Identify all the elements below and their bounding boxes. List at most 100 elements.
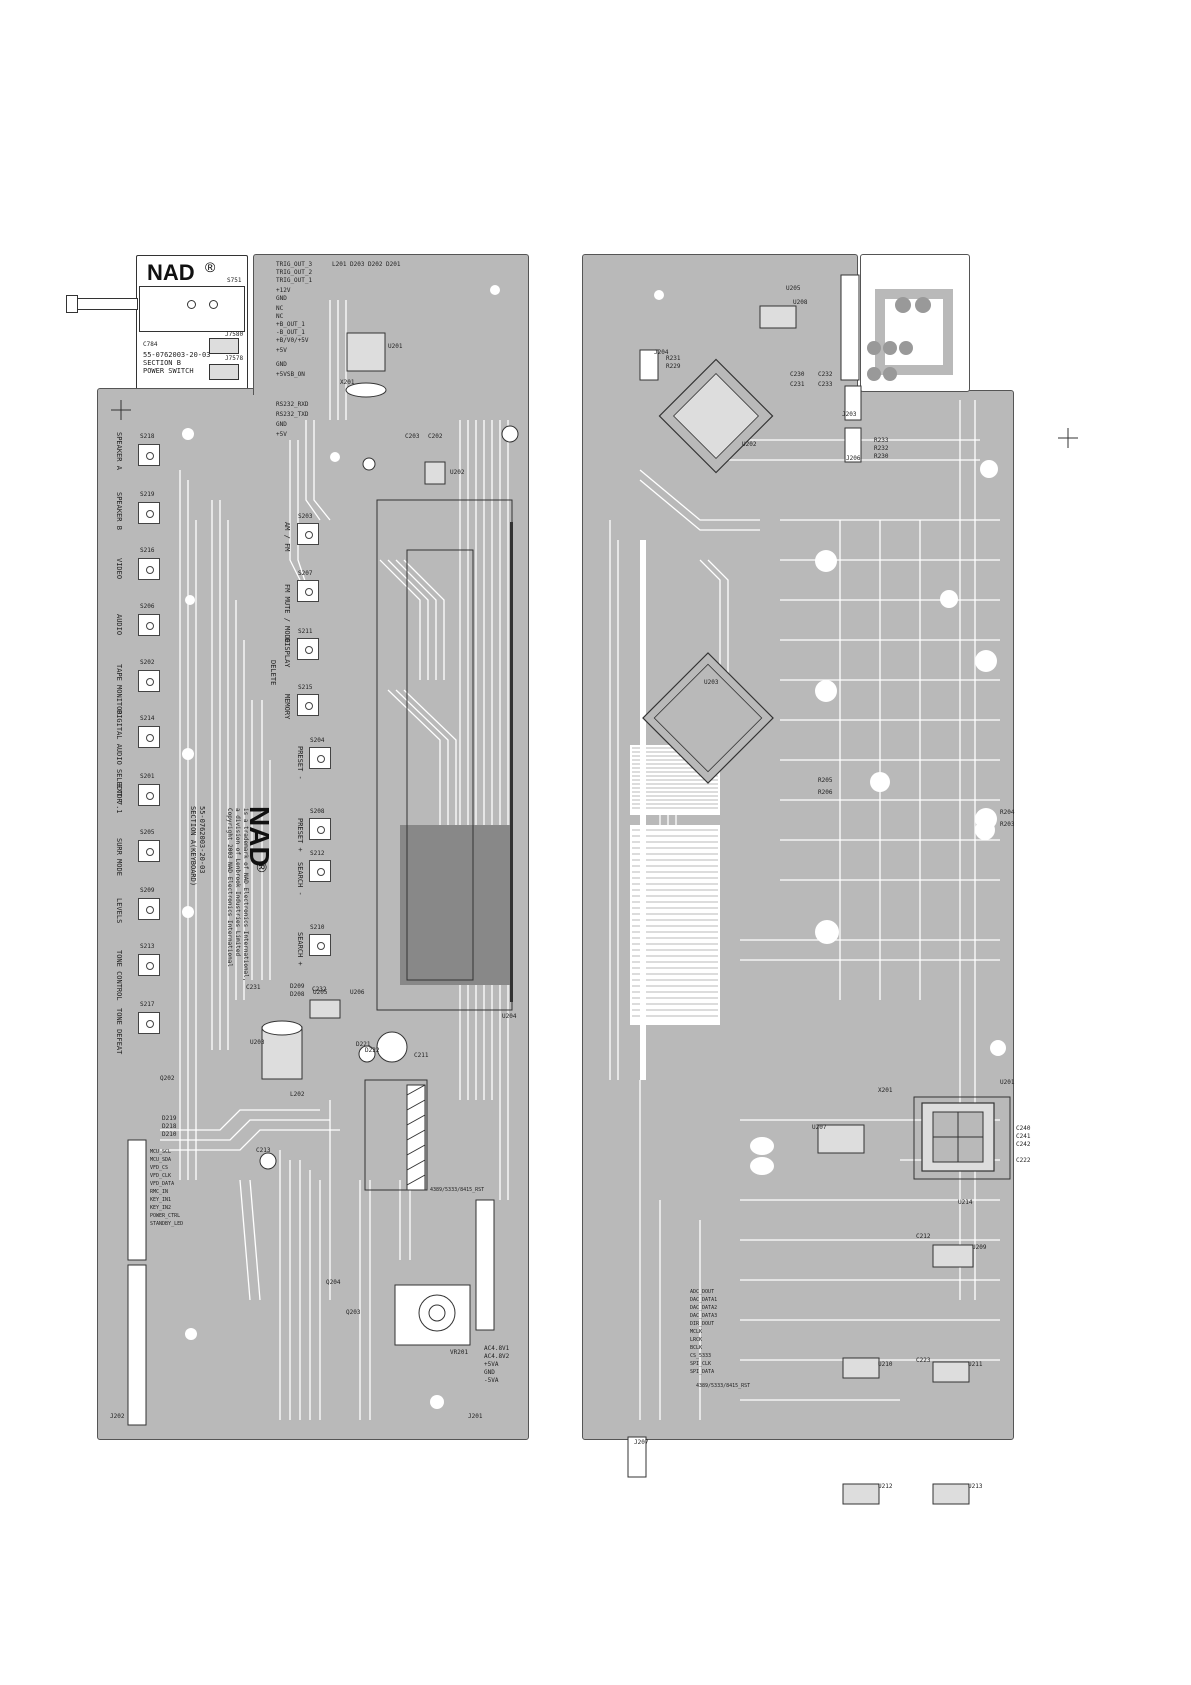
ref-label: U201 xyxy=(388,343,403,350)
keyboard-board-top xyxy=(253,254,529,395)
mount-hole xyxy=(815,680,837,702)
ref-s211: S211 xyxy=(298,628,313,635)
ref-label: U203 xyxy=(704,679,719,686)
button-s208[interactable] xyxy=(309,818,331,840)
ref-label: C211 xyxy=(414,1052,429,1059)
ref-label: D201 xyxy=(386,261,401,268)
ref-label: U214 xyxy=(958,1199,973,1206)
ref-label: J203 xyxy=(842,411,857,418)
mount-hole xyxy=(975,820,995,840)
signal-label: VFD_DATA xyxy=(150,1181,175,1187)
aux-hole xyxy=(899,341,913,355)
conn-label: GND xyxy=(276,295,287,302)
ref-s210: S210 xyxy=(310,924,325,931)
ref-label: U206 xyxy=(350,989,365,996)
ref-label: D203 xyxy=(350,261,365,268)
ref-label: C240 xyxy=(1016,1125,1031,1132)
conn-label: -B_OUT_1 xyxy=(276,329,305,336)
ref-s751: S751 xyxy=(227,277,242,284)
ref-label: C230 xyxy=(790,371,805,378)
button-s203[interactable] xyxy=(297,523,319,545)
power-label: AC4.8V1 xyxy=(484,1345,510,1352)
ref-label: U201 xyxy=(1000,1079,1015,1086)
ref-label: Q203 xyxy=(346,1309,361,1316)
signal-label: LRCK xyxy=(690,1337,703,1343)
conn-label: GND xyxy=(276,421,287,428)
vfd-ref: U204 xyxy=(502,1013,517,1020)
ref-label: C233 xyxy=(818,381,833,388)
signal-label: 4389/5333/8415_RST xyxy=(696,1383,751,1389)
conn-label: NC xyxy=(276,305,284,312)
button-s219[interactable] xyxy=(138,502,160,524)
ref-label: D222 xyxy=(365,1047,380,1054)
ref-s204: S204 xyxy=(310,737,325,744)
button-s212[interactable] xyxy=(309,860,331,882)
button-s218[interactable] xyxy=(138,444,160,466)
conn-label: +B_OUT_1 xyxy=(276,321,305,328)
signal-label: SPI_CLK xyxy=(690,1361,712,1367)
mount-hole xyxy=(990,1040,1006,1056)
ref-label: D218 xyxy=(162,1123,177,1130)
ref-s208: S208 xyxy=(310,808,325,815)
mount-hole xyxy=(975,650,997,672)
ref-j7580: J7580 xyxy=(225,331,244,338)
button-s211[interactable] xyxy=(297,638,319,660)
button-s214[interactable] xyxy=(138,726,160,748)
mount-hole xyxy=(182,748,194,760)
ref-label: R203 xyxy=(1000,821,1015,828)
mount-hole xyxy=(185,595,195,605)
switch-hole-left xyxy=(187,300,196,309)
signal-label: RMC_IN xyxy=(150,1189,169,1195)
power-label: AC4.8V2 xyxy=(484,1353,510,1360)
button-s202[interactable] xyxy=(138,670,160,692)
power-label: GND xyxy=(484,1369,495,1376)
ref-s206: S206 xyxy=(140,603,155,610)
ref-label: J204 xyxy=(654,349,669,356)
ref-label: U213 xyxy=(968,1483,983,1490)
ref-label: D210 xyxy=(162,1131,177,1138)
ref-label: U203 xyxy=(250,1039,265,1046)
signal-label: SPI_DATA xyxy=(690,1369,715,1375)
ref-s205: S205 xyxy=(140,829,155,836)
button-s209[interactable] xyxy=(138,898,160,920)
ref-label: L202 xyxy=(290,1091,305,1098)
button-s201[interactable] xyxy=(138,784,160,806)
button-s216[interactable] xyxy=(138,558,160,580)
button-s204[interactable] xyxy=(309,747,331,769)
aux-hole xyxy=(867,367,881,381)
ref-label: C213 xyxy=(256,1147,271,1154)
ref-label: L201 xyxy=(332,261,347,268)
ref-s209: S209 xyxy=(140,887,155,894)
conn-label: TRIG_OUT_3 xyxy=(276,261,313,268)
ref-s216: S216 xyxy=(140,547,155,554)
ref-s202: S202 xyxy=(140,659,155,666)
ref-label: J207 xyxy=(634,1439,649,1446)
button-s217[interactable] xyxy=(138,1012,160,1034)
button-s215[interactable] xyxy=(297,694,319,716)
ref-label: Q204 xyxy=(326,1279,341,1286)
button-s213[interactable] xyxy=(138,954,160,976)
signal-label: KEY_IN1 xyxy=(150,1197,172,1203)
ref-label: R231 xyxy=(666,355,681,362)
ref-s212: S212 xyxy=(310,850,325,857)
ref-s219: S219 xyxy=(140,491,155,498)
button-s207[interactable] xyxy=(297,580,319,602)
conn-label: +B/V0/+5V xyxy=(276,337,309,344)
title-power: POWER SWITCH xyxy=(143,367,194,375)
aux-hole xyxy=(867,341,881,355)
section-power: SECTION B xyxy=(143,359,181,367)
mount-hole xyxy=(185,1328,197,1340)
switch-body xyxy=(139,286,245,332)
ref-label: C212 xyxy=(916,1233,931,1240)
button-s205[interactable] xyxy=(138,840,160,862)
ref-label: C242 xyxy=(1016,1141,1031,1148)
button-s206[interactable] xyxy=(138,614,160,636)
aux-hole xyxy=(895,297,911,313)
ref-label: J206 xyxy=(846,455,861,462)
conn-label: TRIG_OUT_1 xyxy=(276,277,313,284)
signal-label: KEY_IN2 xyxy=(150,1205,172,1211)
button-s210[interactable] xyxy=(309,934,331,956)
ref-label: C203 xyxy=(405,433,420,440)
switch-hole-right xyxy=(209,300,218,309)
connector-j7578 xyxy=(209,364,239,380)
